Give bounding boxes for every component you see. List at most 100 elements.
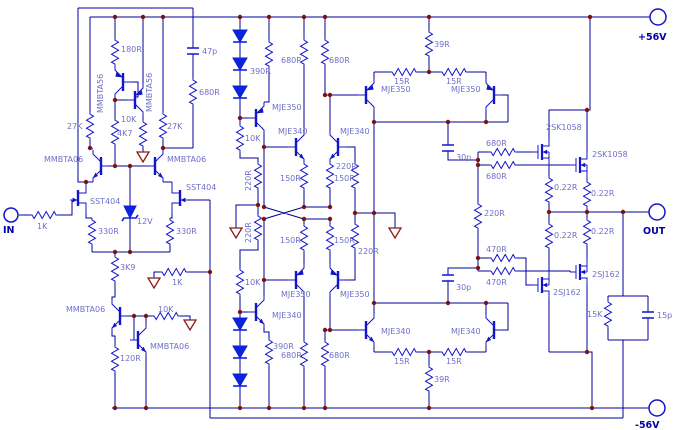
label-r-1k-feedback: 1K bbox=[172, 278, 183, 287]
ground-icon bbox=[146, 277, 162, 290]
label-r-10k-upper: 10K bbox=[245, 134, 261, 143]
label-q1: MMBTA56 bbox=[96, 74, 105, 113]
label-m3: 2SJ162 bbox=[553, 288, 581, 297]
label-r-330r-left: 330R bbox=[98, 227, 119, 236]
label-r-470r-gate1: 470R bbox=[486, 245, 507, 254]
label-q3: MMBTA06 bbox=[44, 155, 83, 164]
resistor-022r-4 bbox=[583, 217, 591, 247]
label-r-220r-chain1: 220R bbox=[244, 170, 253, 191]
ground-icon bbox=[228, 227, 244, 240]
resistor-680r-gate2 bbox=[488, 161, 518, 169]
transistor-q2-mmbta56 bbox=[125, 82, 145, 118]
label-j1: SST404 bbox=[90, 197, 120, 206]
resistor-15k bbox=[604, 299, 612, 329]
label-r-680r-gate2: 680R bbox=[486, 172, 507, 181]
label-c-30p-lower: 30p bbox=[456, 283, 471, 292]
label-q4: MMBTA06 bbox=[167, 155, 206, 164]
vplus-terminal bbox=[649, 8, 667, 26]
transistor-q7-mje350 bbox=[246, 100, 266, 136]
input-terminal bbox=[3, 207, 19, 223]
diode-string-bottom bbox=[232, 317, 248, 387]
label-q6: MMBTA06 bbox=[150, 342, 189, 351]
label-r-680r-comp: 680R bbox=[199, 88, 220, 97]
resistor-022r-3 bbox=[545, 221, 553, 251]
label-q12: MJE340 bbox=[272, 311, 302, 320]
label-m4: 2SJ162 bbox=[592, 270, 620, 279]
junction-dots bbox=[83, 14, 626, 411]
vminus-terminal bbox=[648, 399, 666, 417]
resistor-330r-left bbox=[88, 217, 96, 247]
resistor-39r-bottom bbox=[425, 364, 433, 394]
label-r-680r-gate1: 680R bbox=[486, 139, 507, 148]
label-c-47p: 47p bbox=[202, 47, 217, 56]
label-r-150r-ll: 150R bbox=[280, 236, 301, 245]
transistor-q13-mje350 bbox=[356, 77, 376, 113]
label-m2: 2SK1058 bbox=[592, 150, 628, 159]
mosfet-m4-2sj162 bbox=[568, 256, 589, 288]
label-r-220r-bias: 220R bbox=[484, 209, 505, 218]
resistor-330r-right bbox=[166, 217, 174, 247]
label-r-150r-lr: 150R bbox=[334, 236, 355, 245]
resistors bbox=[29, 29, 612, 394]
label-r-022r-3: 0.22R bbox=[554, 231, 578, 240]
resistor-022r-2 bbox=[583, 179, 591, 209]
resistor-470r-gate1 bbox=[488, 254, 518, 262]
transistor-q4-mmbta06 bbox=[145, 148, 165, 184]
resistor-680r-bottom2 bbox=[321, 339, 329, 369]
resistor-3k9 bbox=[111, 254, 119, 284]
resistor-220r-chain2 bbox=[254, 213, 262, 243]
label-r-390r-top: 390R bbox=[250, 67, 271, 76]
resistor-022r-1 bbox=[545, 175, 553, 205]
label-q13: MJE350 bbox=[381, 85, 411, 94]
transistor-q6-mmbta06 bbox=[128, 322, 148, 358]
transistor-q3-mmbta06 bbox=[91, 148, 111, 184]
label-r-39r-top: 39R bbox=[434, 40, 450, 49]
cap-15p bbox=[642, 311, 654, 319]
label-q14: MJE350 bbox=[451, 85, 481, 94]
cap-30p-lower bbox=[442, 274, 454, 282]
resistor-220r-bias bbox=[474, 201, 482, 231]
resistor-15r-br bbox=[439, 348, 469, 356]
diode-string-top bbox=[232, 29, 248, 99]
label-r-3k9: 3K9 bbox=[120, 263, 135, 272]
label-zener-12v: 12V bbox=[137, 217, 153, 226]
capacitors bbox=[187, 47, 654, 319]
vminus-label: -56V bbox=[635, 420, 660, 430]
label-q9: MJE340 bbox=[340, 127, 370, 136]
resistor-15r-tl bbox=[389, 68, 419, 76]
resistor-15r-tr bbox=[439, 68, 469, 76]
resistor-150r-ul bbox=[300, 161, 308, 191]
resistor-180r bbox=[111, 37, 119, 67]
label-q10: MJE350 bbox=[281, 290, 311, 299]
label-r-680r-bottom1: 680R bbox=[281, 351, 302, 360]
label-r-1k-input: 1K bbox=[37, 222, 48, 231]
transistor-q14-mje350 bbox=[484, 77, 504, 113]
mosfet-m3-2sj162 bbox=[530, 269, 551, 301]
label-r-39r-bottom: 39R bbox=[434, 375, 450, 384]
wires bbox=[19, 7, 650, 419]
resistor-120r bbox=[111, 344, 119, 374]
resistor-27k-left bbox=[86, 111, 94, 141]
label-r-10k-mirror: 10K bbox=[158, 305, 174, 314]
label-r-120r: 120R bbox=[120, 354, 141, 363]
ground-icon bbox=[182, 319, 198, 332]
label-q8: MJE340 bbox=[278, 127, 308, 136]
diodes bbox=[121, 29, 248, 387]
label-r-4k7: 4K7 bbox=[117, 129, 132, 138]
label-r-15r-bl: 15R bbox=[394, 357, 410, 366]
input-label: IN bbox=[3, 225, 15, 236]
label-q5: MMBTA06 bbox=[66, 305, 105, 314]
label-r-15r-tr: 15R bbox=[446, 77, 462, 86]
resistor-150r-ur bbox=[326, 161, 334, 191]
label-r-15r-br: 15R bbox=[446, 357, 462, 366]
resistor-1k-feedback bbox=[159, 268, 189, 276]
label-r-10k-lower: 10K bbox=[245, 278, 261, 287]
label-r-150r-ur: 150R bbox=[334, 174, 355, 183]
resistor-680r-comp bbox=[189, 77, 197, 107]
transistor-q5-mmbta06 bbox=[110, 298, 130, 334]
mosfet-m1-2sk1058 bbox=[530, 136, 551, 168]
transistor-q15-mje340 bbox=[356, 312, 376, 348]
resistor-390r-top bbox=[265, 39, 273, 69]
label-r-27k-right: 27K bbox=[167, 122, 183, 131]
